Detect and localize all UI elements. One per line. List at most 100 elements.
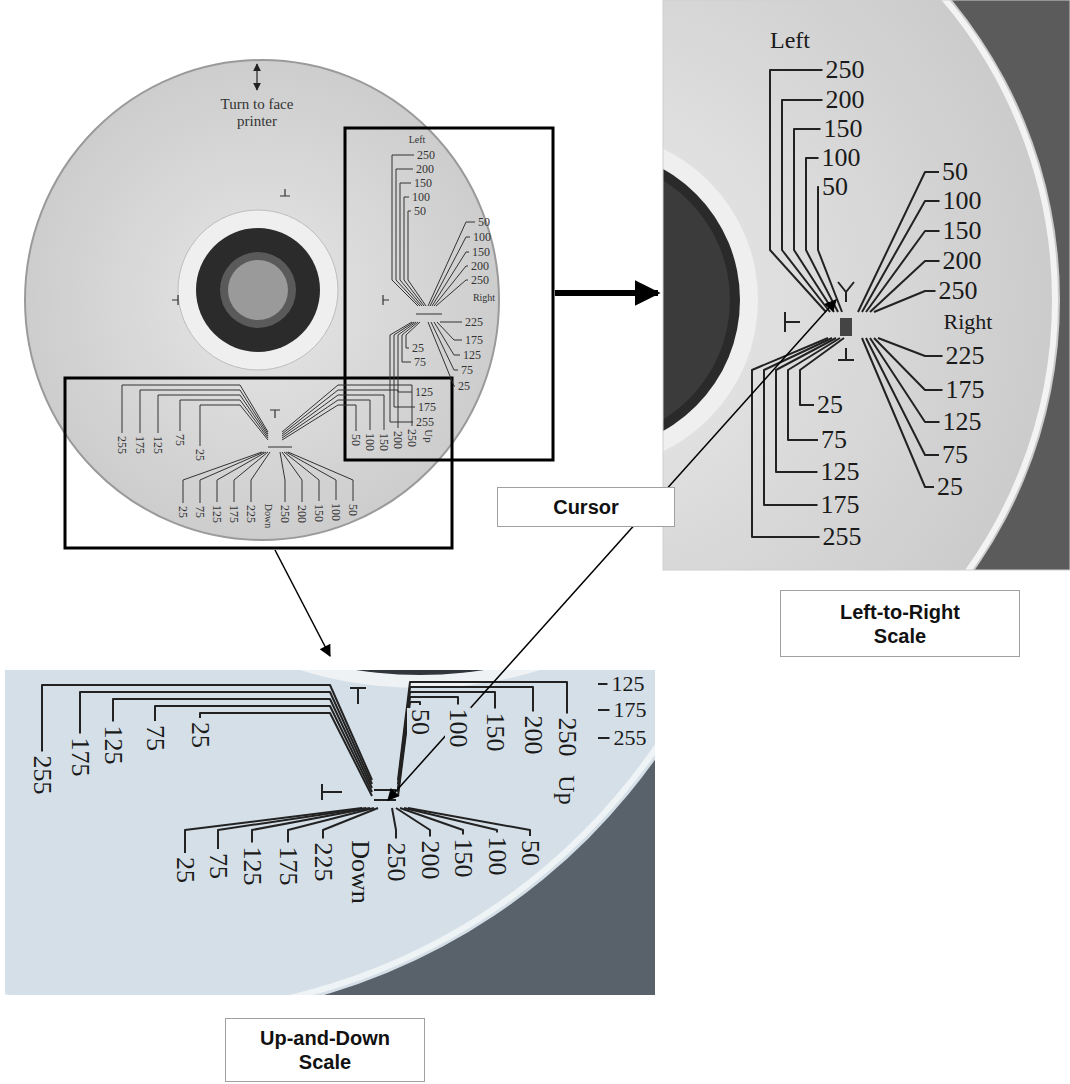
scale-label: 75 <box>821 427 847 453</box>
zoom-arrow <box>555 290 658 296</box>
scale-leader-line <box>752 338 828 537</box>
scale-label: 125 <box>211 505 223 523</box>
scale-leader-line <box>432 252 469 306</box>
scale-leader-line <box>866 338 939 455</box>
scale-label: 50 <box>407 708 433 736</box>
scale-label: 75 <box>142 724 168 752</box>
scale-leader-line <box>282 400 370 438</box>
scale-label: 150 <box>313 504 325 522</box>
scale-leader-line <box>870 261 940 312</box>
hub-hole <box>228 260 288 320</box>
scale-label: 125 <box>415 386 433 398</box>
scale-label: 75 <box>942 442 968 468</box>
scale-leader-line <box>280 452 285 502</box>
overview-cursor <box>268 314 442 447</box>
cursor-mark <box>785 282 854 360</box>
scale-label: 150 <box>450 838 476 879</box>
disc-surface <box>5 670 655 995</box>
scale-label: 75 <box>414 356 426 368</box>
hub-ring <box>178 210 338 370</box>
scale-label: 50 <box>350 434 362 446</box>
disc-rim <box>5 670 655 995</box>
scale-leader-line <box>866 231 940 312</box>
scale-label: 100 <box>484 836 510 877</box>
scale-label: 255 <box>116 436 128 454</box>
scale-leader-line <box>200 713 372 796</box>
scale-leader-line <box>440 322 462 323</box>
scale-leader-line <box>862 201 940 312</box>
disc-rim <box>663 0 1055 570</box>
scale-label: 75 <box>174 434 186 446</box>
scale-leader-line <box>286 452 336 500</box>
scale-leader-line <box>428 322 455 386</box>
hub-dark <box>663 150 740 450</box>
scale-label: Left <box>770 28 810 52</box>
scale-leader-line <box>200 452 264 503</box>
scale-leader-line <box>251 452 270 502</box>
scale-label: 175 <box>134 436 146 454</box>
scale-label: 250 <box>279 505 291 523</box>
scale-leader-line <box>818 187 842 312</box>
callout-text: Cursor <box>553 495 619 519</box>
scale-label: 75 <box>461 364 473 376</box>
right-zoom-photo <box>663 0 1070 570</box>
scale-label: 75 <box>194 506 206 518</box>
scale-label: 225 <box>946 343 985 369</box>
scale-label: 25 <box>937 474 963 500</box>
scale-label: 200 <box>392 431 404 449</box>
scale-leader-line <box>874 338 943 390</box>
scale-label: 225 <box>465 316 483 328</box>
scale-label: 25 <box>177 506 189 518</box>
scale-label: 50 <box>822 174 848 200</box>
scale-leader-line <box>398 322 416 392</box>
scale-label: 175 <box>465 334 483 346</box>
scale-label: 250 <box>939 278 978 304</box>
scale-label: 50 <box>517 839 543 867</box>
scale-label: 255 <box>613 727 648 749</box>
scale-label: 125 <box>463 349 481 361</box>
scale-label: 175 <box>275 846 301 887</box>
hub-ring <box>663 132 758 468</box>
scale-label: 255 <box>823 524 862 550</box>
scale-leader-line <box>288 452 353 501</box>
scale-label: Up <box>423 429 434 442</box>
callout-text: Up-and-Down Scale <box>250 1026 400 1074</box>
hub-inner <box>663 160 730 440</box>
scale-label: 150 <box>824 116 863 142</box>
scale-label: 200 <box>826 87 865 113</box>
scale-label: 200 <box>416 163 434 175</box>
scale-label: 175 <box>228 505 240 523</box>
scale-label: 25 <box>817 392 843 418</box>
callout-box: Cursor <box>497 487 675 527</box>
scale-label: 125 <box>943 409 982 435</box>
alignment-ticks <box>172 189 389 305</box>
scale-leader-line <box>155 706 372 792</box>
scale-leader-line <box>436 280 468 306</box>
scale-label: 125 <box>821 459 860 485</box>
scale-label: 125 <box>611 673 646 695</box>
scale-leader-line <box>288 808 374 843</box>
scale-label: 255 <box>416 416 434 428</box>
scale-leader-line <box>282 395 384 436</box>
scale-leader-line <box>282 385 412 432</box>
scale-leader-line <box>200 405 268 446</box>
scale-label: 250 <box>471 274 489 286</box>
scale-label: 100 <box>445 708 471 749</box>
scale-label: 250 <box>406 429 418 447</box>
scale-leader-line <box>862 338 934 487</box>
scale-label: 175 <box>821 492 860 518</box>
zoom-arrow <box>275 550 330 656</box>
scale-label: 25 <box>172 856 198 884</box>
scale-leader-line <box>390 322 413 422</box>
bottom-zoom-photo <box>5 670 655 995</box>
scale-leader-line <box>598 737 610 739</box>
scale-label: Right <box>473 293 495 303</box>
scale-label: 50 <box>942 159 968 185</box>
scale-label: 25 <box>194 449 206 461</box>
scale-leader-line <box>408 808 530 836</box>
scale-label: Left <box>409 135 426 145</box>
scale-leader-line <box>284 452 319 501</box>
orientation-arrow <box>256 64 257 90</box>
